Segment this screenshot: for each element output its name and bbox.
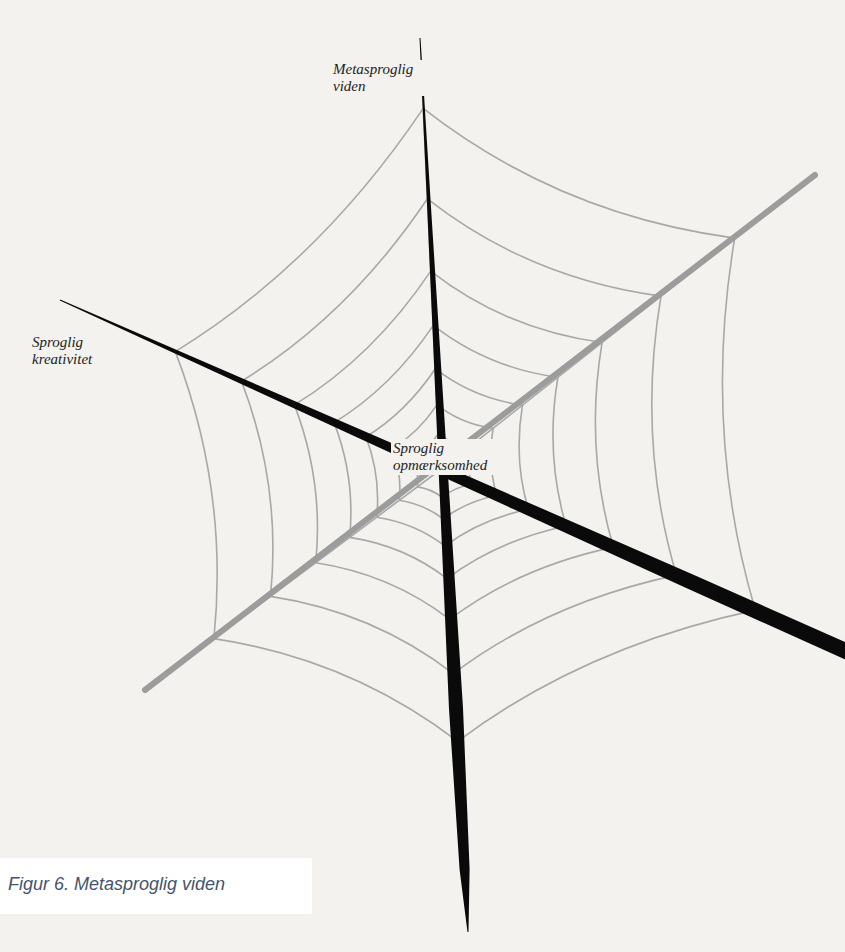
web-ring (175, 108, 755, 741)
black-brush-stroke (60, 300, 845, 660)
grey-brush-stroke (145, 175, 815, 690)
axis-label: Sproglig kreativitet (30, 333, 124, 369)
axis-label: Metasproglig viden (331, 60, 425, 96)
figure-caption: Figur 6. Metasproglig viden (8, 874, 225, 895)
web-ring (242, 199, 677, 674)
axis-label: Sproglig opmærksomhed (391, 439, 495, 475)
